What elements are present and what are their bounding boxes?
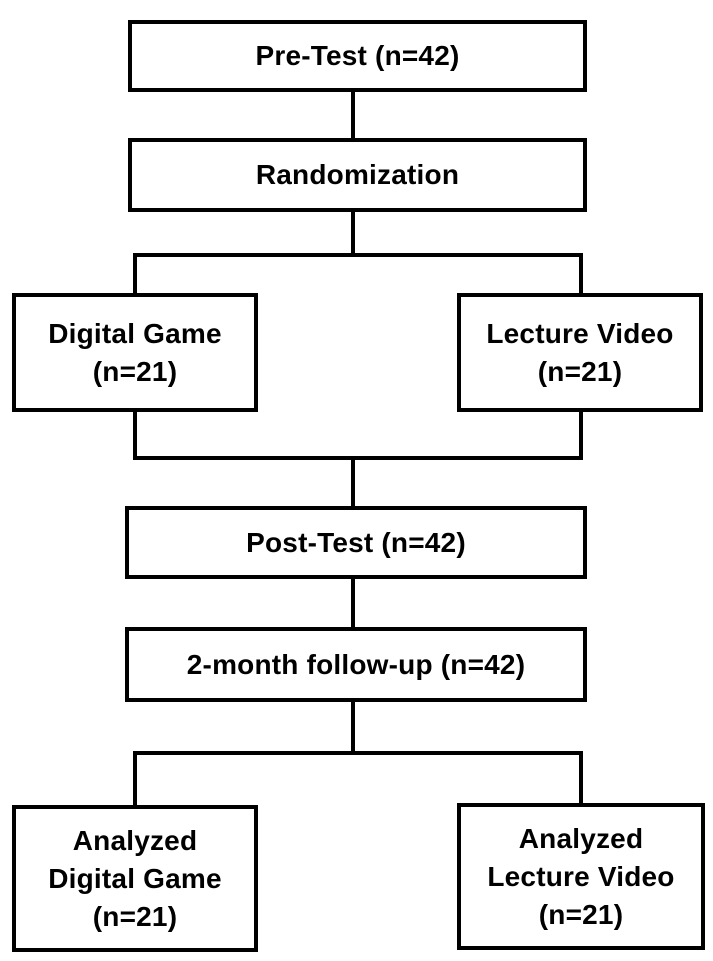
node-digital-game-label: Digital Game (n=21) [48, 317, 222, 387]
connector-pretest-to-randomization [351, 90, 355, 142]
connector-split2-drop-right [579, 751, 583, 807]
node-follow-up: 2-month follow-up (n=42) [125, 627, 587, 702]
node-digital-game: Digital Game (n=21) [12, 293, 258, 412]
connector-split2-drop-left [133, 751, 137, 809]
connector-split-drop-right [579, 253, 583, 297]
connector-merge-to-posttest [351, 456, 355, 510]
node-analyzed-lecture-video-label: Analyzed Lecture Video (n=21) [487, 822, 675, 930]
node-pre-test-label: Pre-Test (n=42) [255, 40, 460, 71]
connector-merge-bar [133, 456, 583, 460]
node-follow-up-label: 2-month follow-up (n=42) [186, 648, 526, 680]
connector-split-bar-bottom [133, 751, 583, 755]
node-lecture-video-label: Lecture Video (n=21) [486, 317, 674, 387]
node-randomization-label: Randomization [255, 159, 460, 190]
node-lecture-video: Lecture Video (n=21) [457, 293, 703, 412]
node-analyzed-digital-game-label: Analyzed Digital Game (n=21) [48, 824, 222, 932]
connector-merge-riser-left [133, 408, 137, 460]
node-post-test-label: Post-Test (n=42) [246, 526, 466, 558]
node-analyzed-lecture-video: Analyzed Lecture Video (n=21) [457, 803, 705, 950]
connector-posttest-to-followup [351, 575, 355, 631]
connector-merge-riser-right [579, 408, 583, 460]
node-randomization: Randomization [128, 138, 587, 212]
node-analyzed-digital-game: Analyzed Digital Game (n=21) [12, 805, 258, 952]
connector-split-drop-left [133, 253, 137, 297]
connector-randomization-to-split [351, 210, 355, 257]
node-post-test: Post-Test (n=42) [125, 506, 587, 579]
node-pre-test: Pre-Test (n=42) [128, 20, 587, 92]
connector-followup-to-split [351, 700, 355, 755]
connector-split-bar-top [133, 253, 583, 257]
